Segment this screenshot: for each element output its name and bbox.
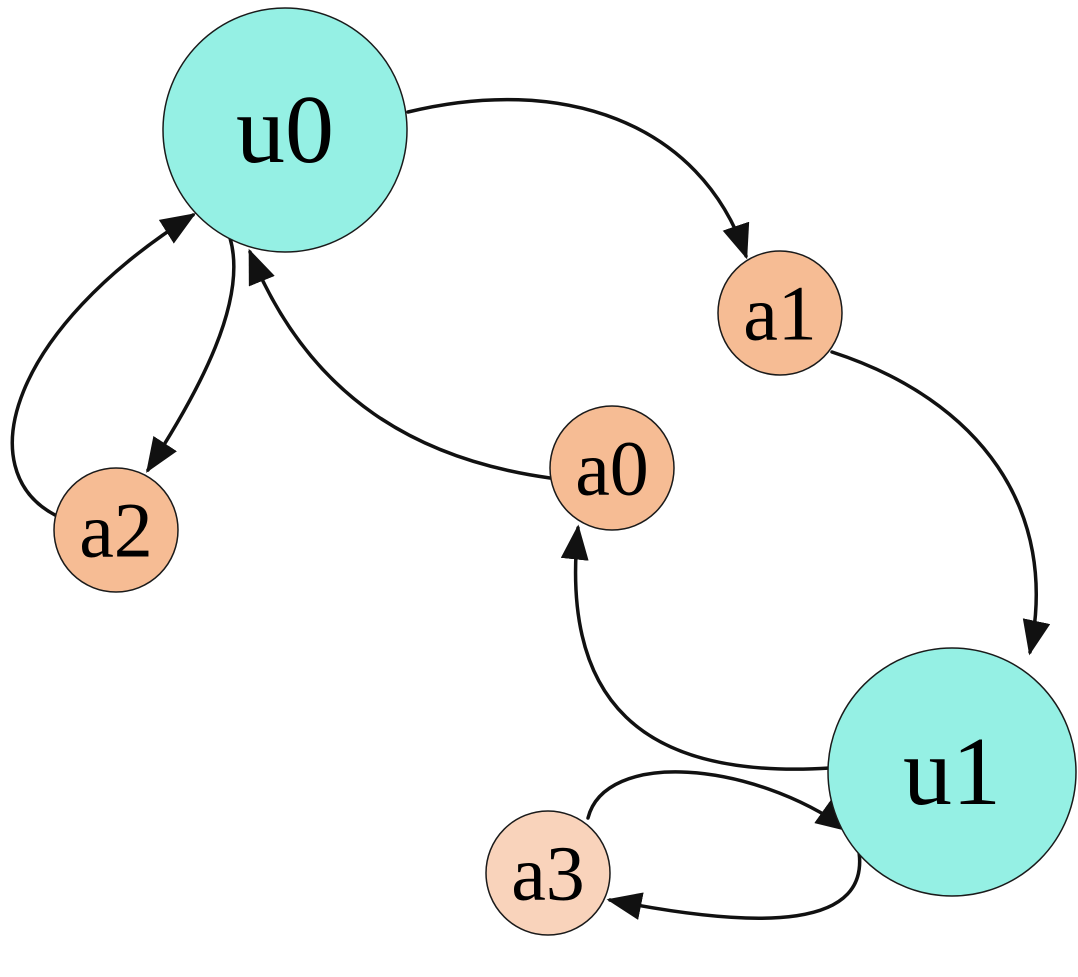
- node-a2-label: a2: [79, 487, 153, 574]
- edge-a1-to-u1: [830, 350, 1051, 656]
- edge-u0-to-a2: [146, 236, 236, 473]
- edges-layer: [10, 97, 1051, 920]
- node-a2: a2: [53, 467, 179, 593]
- node-u0-circle: [162, 7, 408, 253]
- node-a0-circle: [549, 405, 675, 531]
- node-u0: u0: [162, 7, 408, 253]
- node-a1: a1: [717, 250, 843, 376]
- node-u0-label: u0: [236, 76, 334, 184]
- node-a3: a3: [485, 810, 611, 936]
- node-a0-label: a0: [575, 425, 649, 512]
- nodes-layer: u0 u1 a0 a1 a2 a3: [53, 7, 1077, 936]
- node-u1: u1: [827, 647, 1077, 897]
- edge-a3-to-u1: [586, 770, 851, 833]
- node-a1-label: a1: [743, 270, 817, 357]
- edge-a2-to-u0: [10, 213, 196, 517]
- node-a2-circle: [53, 467, 179, 593]
- edge-u0-to-a1: [406, 97, 750, 260]
- edge-a0-to-u0: [248, 248, 552, 480]
- node-a3-circle: [485, 810, 611, 936]
- node-u1-circle: [827, 647, 1077, 897]
- node-a1-circle: [717, 250, 843, 376]
- node-a0: a0: [549, 405, 675, 531]
- node-a3-label: a3: [511, 830, 585, 917]
- edge-u1-to-a3: [606, 844, 862, 920]
- edge-u1-to-a0: [560, 524, 832, 771]
- node-u1-label: u1: [903, 718, 1001, 826]
